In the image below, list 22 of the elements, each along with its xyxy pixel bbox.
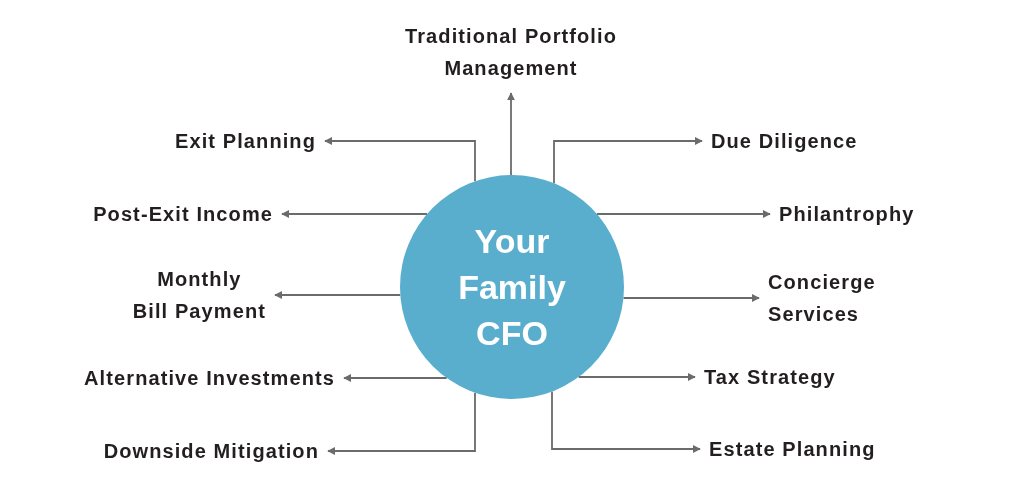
topic-label: Estate Planning [709,433,876,465]
topic-label: Due Diligence [711,125,858,157]
topic-label: Tax Strategy [704,361,836,393]
arrow [551,390,701,453]
arrow [553,137,703,185]
arrow [596,210,771,218]
arrow [507,92,515,176]
arrow [281,210,428,218]
arrow [274,291,402,299]
arrow [622,294,760,302]
topic-label: Post-Exit Income [93,198,273,230]
topic-label: Alternative Investments [84,362,335,394]
topic-label: Philantrophy [779,198,915,230]
topic-label: Exit Planning [175,125,316,157]
arrow [343,374,448,382]
topic-label: Monthly Bill Payment [132,263,266,327]
topic-label: Traditional Portfolio Management [405,20,617,84]
topic-label: Downside Mitigation [103,435,319,467]
arrow [327,391,476,455]
topic-label: Concierge Services [768,266,876,330]
arrow [324,137,476,183]
arrow [577,373,696,381]
